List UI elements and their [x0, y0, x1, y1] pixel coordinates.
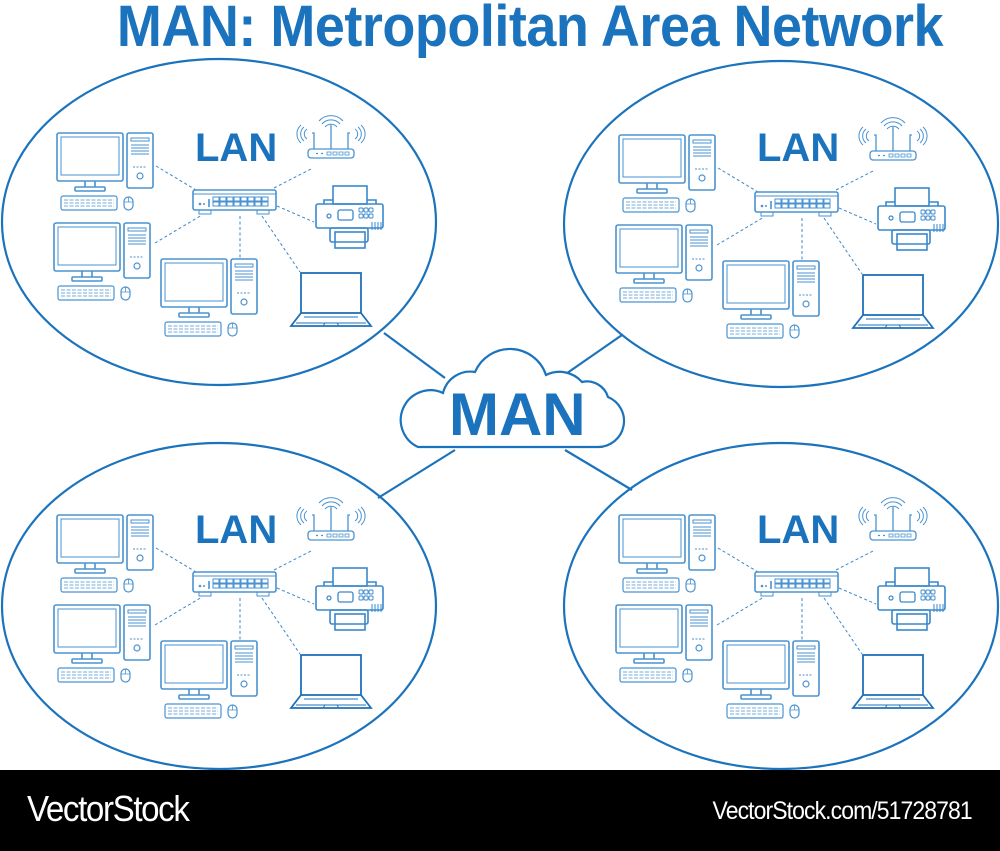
lan-bottom-right: LAN [562, 441, 1000, 770]
lan-top-right: LAN [562, 59, 1000, 389]
man-connections [377, 332, 633, 499]
footer-reference: VectorStock.com/51728781 [712, 797, 973, 825]
man-cloud: MAN [399, 347, 626, 449]
lan-label: LAN [757, 508, 839, 552]
page-title: MAN: Metropolitan Area Network [116, 0, 944, 59]
watermark-footer: VectorStock VectorStock.com/51728781 [0, 770, 1000, 851]
lan-top-left: LAN [0, 57, 438, 387]
network-diagram: LAN LAN LAN LAN MAN [0, 57, 1000, 770]
footer-brand: VectorStock [27, 788, 190, 829]
man-label: MAN [449, 381, 586, 448]
lan-label: LAN [195, 508, 277, 552]
lan-label: LAN [757, 126, 839, 170]
cloud-icon [399, 347, 626, 449]
lan-label: LAN [195, 126, 277, 170]
lan-bottom-left: LAN [0, 441, 438, 770]
